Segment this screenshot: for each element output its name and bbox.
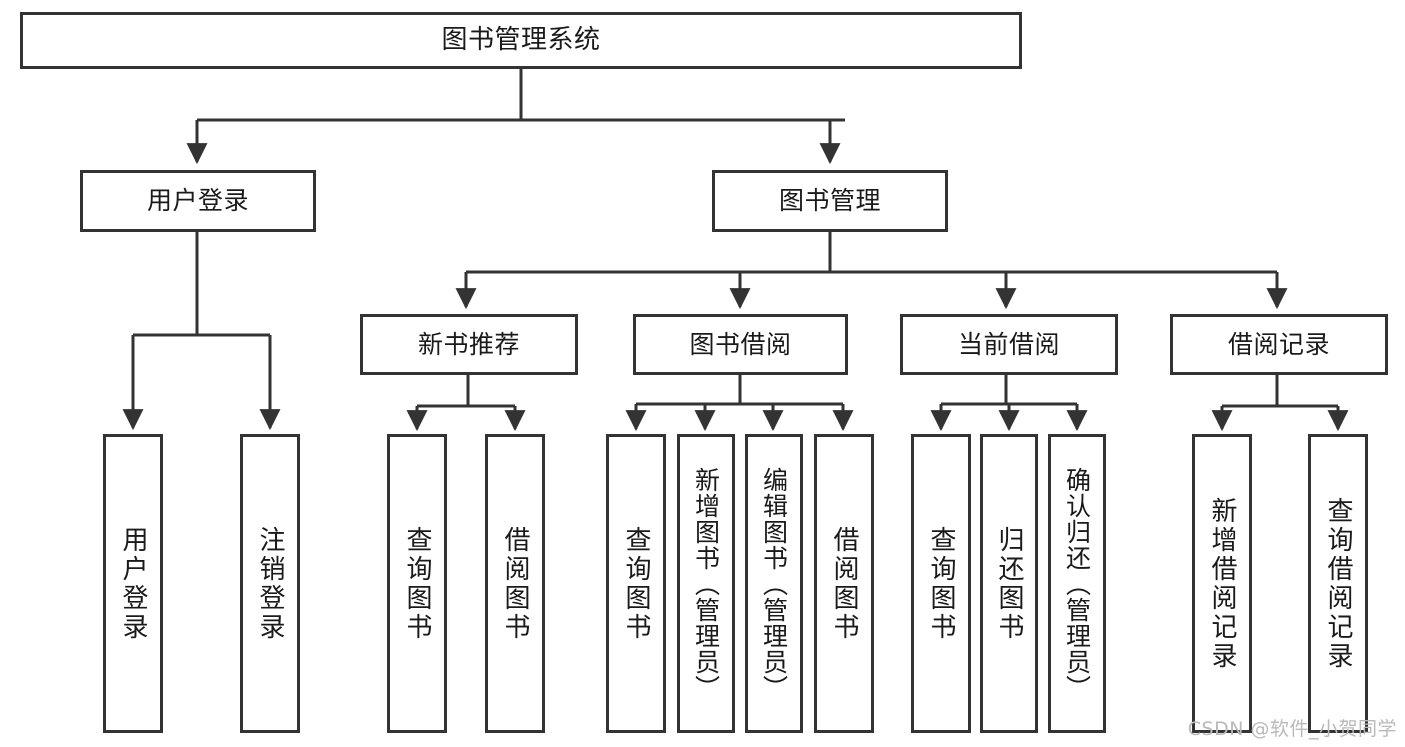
node-label: 图书管理 bbox=[778, 186, 881, 215]
node-label: 借阅图书 bbox=[500, 525, 530, 642]
leaf-current-borrow-return[interactable]: 归还图书 bbox=[980, 434, 1038, 733]
leaf-current-borrow-confirm[interactable]: 确认归还（管理员） bbox=[1048, 434, 1106, 733]
node-label: 新书推荐 bbox=[417, 329, 520, 359]
leaf-user-login-signout[interactable]: 注销登录 bbox=[240, 434, 300, 733]
node-label: 图书借阅 bbox=[689, 329, 792, 359]
node-new-book-recommend[interactable]: 新书推荐 bbox=[360, 314, 578, 375]
leaf-user-login-signin[interactable]: 用户登录 bbox=[103, 434, 163, 733]
leaf-book-borrow-add[interactable]: 新增图书（管理员） bbox=[677, 434, 735, 733]
leaf-book-borrow-lend[interactable]: 借阅图书 bbox=[814, 434, 874, 733]
node-label: 借阅图书 bbox=[829, 525, 859, 642]
node-label: 新增图书（管理员） bbox=[691, 466, 721, 701]
node-label: 查询图书 bbox=[402, 525, 432, 642]
node-label: 编辑图书（管理员） bbox=[759, 466, 789, 701]
watermark: CSDN @软件_小贺同学 bbox=[1187, 718, 1397, 740]
node-current-borrow[interactable]: 当前借阅 bbox=[900, 314, 1118, 375]
node-label: 新增借阅记录 bbox=[1207, 496, 1237, 671]
node-label: 借阅记录 bbox=[1227, 329, 1330, 359]
node-user-login[interactable]: 用户登录 bbox=[80, 170, 316, 232]
node-book-management[interactable]: 图书管理 bbox=[712, 170, 948, 232]
leaf-current-borrow-query[interactable]: 查询图书 bbox=[911, 434, 971, 733]
node-root-system[interactable]: 图书管理系统 bbox=[20, 12, 1022, 69]
node-label: 注销登录 bbox=[255, 525, 285, 642]
leaf-book-borrow-edit[interactable]: 编辑图书（管理员） bbox=[745, 434, 803, 733]
node-label: 归还图书 bbox=[994, 525, 1024, 642]
node-label: 用户登录 bbox=[146, 186, 249, 215]
node-book-borrow[interactable]: 图书借阅 bbox=[633, 314, 848, 375]
node-label: 用户登录 bbox=[118, 525, 148, 642]
node-label: 图书管理系统 bbox=[441, 24, 601, 55]
leaf-borrow-record-add[interactable]: 新增借阅记录 bbox=[1192, 434, 1252, 733]
node-label: 查询图书 bbox=[926, 525, 956, 642]
leaf-new-book-query[interactable]: 查询图书 bbox=[387, 434, 447, 733]
node-label: 查询图书 bbox=[621, 525, 651, 642]
leaf-borrow-record-query[interactable]: 查询借阅记录 bbox=[1308, 434, 1368, 733]
node-label: 当前借阅 bbox=[957, 329, 1060, 359]
leaf-book-borrow-query[interactable]: 查询图书 bbox=[606, 434, 666, 733]
node-label: 查询借阅记录 bbox=[1323, 496, 1353, 671]
node-borrow-record[interactable]: 借阅记录 bbox=[1170, 314, 1388, 375]
node-label: 确认归还（管理员） bbox=[1062, 466, 1092, 701]
leaf-new-book-borrow[interactable]: 借阅图书 bbox=[485, 434, 545, 733]
